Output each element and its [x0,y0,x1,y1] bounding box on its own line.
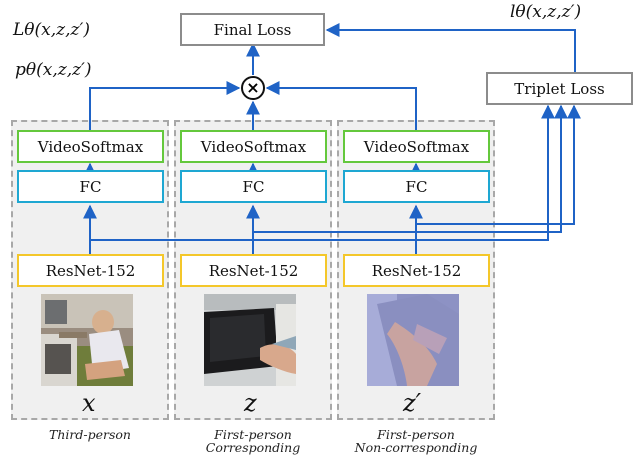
caption-first-person-non-corresponding: First-person Non-corresponding [354,427,478,455]
resnet-box-z: ResNet-152 [180,254,327,287]
resnet-box-zprime: ResNet-152 [343,254,490,287]
caption-first-person-corresponding: First-person Corresponding [205,427,301,455]
arrow-triplet-final [325,23,576,74]
wire-feature-x [90,104,555,241]
first-person-corresponding-frame-image [204,294,296,386]
videosoftmax-box-zprime: VideoSoftmax [343,130,490,163]
videosoftmax-box-z: VideoSoftmax [180,130,327,163]
final-loss-formula: Lθ(x,z,z′) [13,20,90,40]
fc-box-z: FC [180,170,327,203]
resnet-box-x: ResNet-152 [17,254,164,287]
first-person-non-corresponding-frame-image [367,294,459,386]
variable-z: z [244,389,257,417]
triplet-loss-formula: lθ(x,z,z′) [510,2,582,22]
wire-feature-z [253,104,568,233]
arrow-softmax-combine-zprime [265,81,417,131]
final-loss-box: Final Loss [180,13,325,46]
arrow-softmax-combine-x [89,81,241,131]
probability-formula: pθ(x,z,z′) [15,60,92,80]
caption-third-person: Third-person [49,427,131,442]
third-person-frame-image [41,294,133,386]
fc-box-x: FC [17,170,164,203]
triplet-loss-box: Triplet Loss [486,72,633,105]
wire-feature-zprime [416,104,581,225]
variable-zprime: z′ [403,389,422,417]
variable-x: x [82,389,96,417]
videosoftmax-box-x: VideoSoftmax [17,130,164,163]
multiply-combine-icon: × [241,76,265,100]
fc-box-zprime: FC [343,170,490,203]
